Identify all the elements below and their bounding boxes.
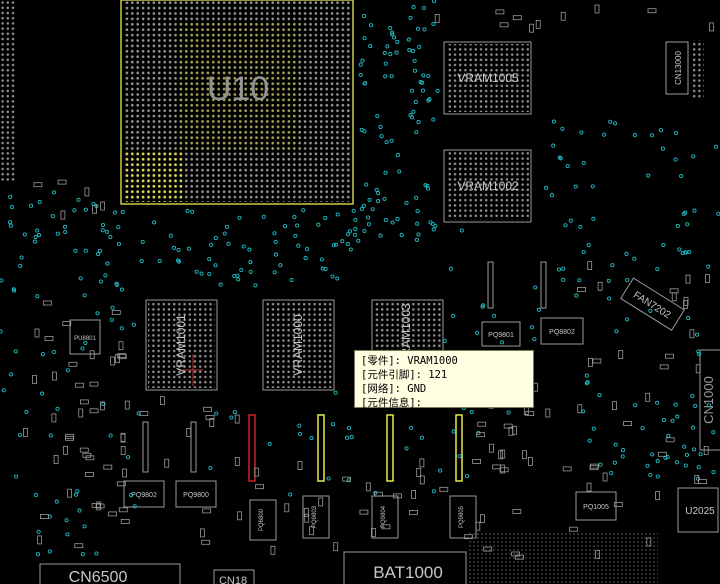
tooltip-net: [网络]: GND [361, 383, 427, 395]
pq9804-label: PQ9804 [381, 505, 387, 528]
mosfet-pq9802[interactable]: PQ9802 [123, 480, 165, 508]
highlight-yellow-part-3[interactable] [455, 414, 463, 482]
tooltip-pins: [元件引脚]: 121 [361, 369, 448, 381]
cpu-label: U10 [207, 70, 269, 108]
u2025-label: U2025 [685, 506, 715, 517]
pq1005-label: PQ1005 [583, 504, 609, 511]
pu8801-label: PU8801 [74, 336, 96, 342]
connector-cn6500[interactable]: CN6500 [39, 563, 181, 584]
left-edge-pads [0, 0, 16, 182]
ic-pu8801[interactable]: PU8801 [69, 319, 101, 355]
mosfet-pq9800[interactable]: PQ9800 [175, 480, 217, 508]
vram-1000[interactable]: VRAM1000 [262, 299, 335, 391]
cpu-u10[interactable]: U10 [120, 0, 354, 205]
highlight-yellow-part-1[interactable] [317, 414, 325, 482]
mosfet-pq9804[interactable]: PQ9804 [371, 495, 399, 539]
connector-cn18[interactable]: CN18 [213, 569, 255, 584]
vram-1002[interactable]: VRAM1002 [443, 149, 532, 223]
fan-label: FAN7202 [631, 290, 673, 322]
pq9802-label: PQ9802 [131, 492, 157, 499]
mosfet-pq8802[interactable]: PQ8802 [540, 317, 584, 345]
cn13000-label: CN13000 [674, 51, 683, 85]
pq9803-label: PQ9803 [312, 505, 318, 528]
connector-cn13000[interactable]: CN13000 [665, 40, 704, 100]
mosfet-pq9805[interactable]: PQ9805 [449, 495, 477, 539]
small-smd-parts [22, 4, 714, 560]
vram-1001-label: VRAM1001 [174, 314, 188, 376]
component-info-tooltip: [零件]: VRAM1000 [元件引脚]: 121 [网络]: GND [元件… [354, 350, 534, 409]
vram-1001[interactable]: VRAM1001 [145, 299, 218, 391]
fan-connector[interactable]: FAN7202 [620, 277, 686, 331]
mosfet-pq9803[interactable]: PQ9803 [302, 495, 330, 539]
pq9805-label: PQ9805 [459, 505, 465, 528]
pq6800-label: PQ6800 [259, 508, 265, 531]
via-field [0, 0, 720, 557]
vram-1005[interactable]: VRAM1005 [443, 41, 532, 115]
highlight-red-part[interactable] [248, 414, 256, 482]
vram-1005-label: VRAM1005 [457, 71, 519, 85]
grey-strip-parts [142, 261, 547, 473]
pq9801-label: PQ9801 [488, 332, 514, 339]
highlight-yellow-part-2[interactable] [386, 414, 394, 482]
cn6500-label: CN6500 [69, 569, 128, 584]
cn1000-label: CN1000 [701, 376, 716, 424]
tooltip-part: [零件]: VRAM1000 [361, 355, 458, 367]
battery-connector-bat1000[interactable]: BAT1000 [343, 532, 658, 584]
cn18-label: CN18 [219, 575, 247, 584]
mosfet-pq6800[interactable]: PQ6800 [249, 499, 277, 541]
mosfet-pq1005[interactable]: PQ1005 [575, 491, 617, 521]
vram-1002-label: VRAM1002 [457, 179, 519, 193]
tooltip-info: [元件信息]: [361, 397, 422, 409]
vram-1000-label: VRAM1000 [291, 314, 305, 376]
mosfet-pq9801[interactable]: PQ9801 [481, 321, 521, 347]
bat1000-label: BAT1000 [373, 563, 443, 582]
crosshair-cursor [183, 354, 203, 386]
pq9800-label: PQ9800 [183, 492, 209, 499]
pq8802-label: PQ8802 [549, 329, 575, 336]
ic-u2025[interactable]: U2025 [677, 487, 719, 533]
vram-1003-label: VRAM1003 [399, 303, 413, 365]
connector-cn1000[interactable]: CN1000 [699, 349, 720, 451]
